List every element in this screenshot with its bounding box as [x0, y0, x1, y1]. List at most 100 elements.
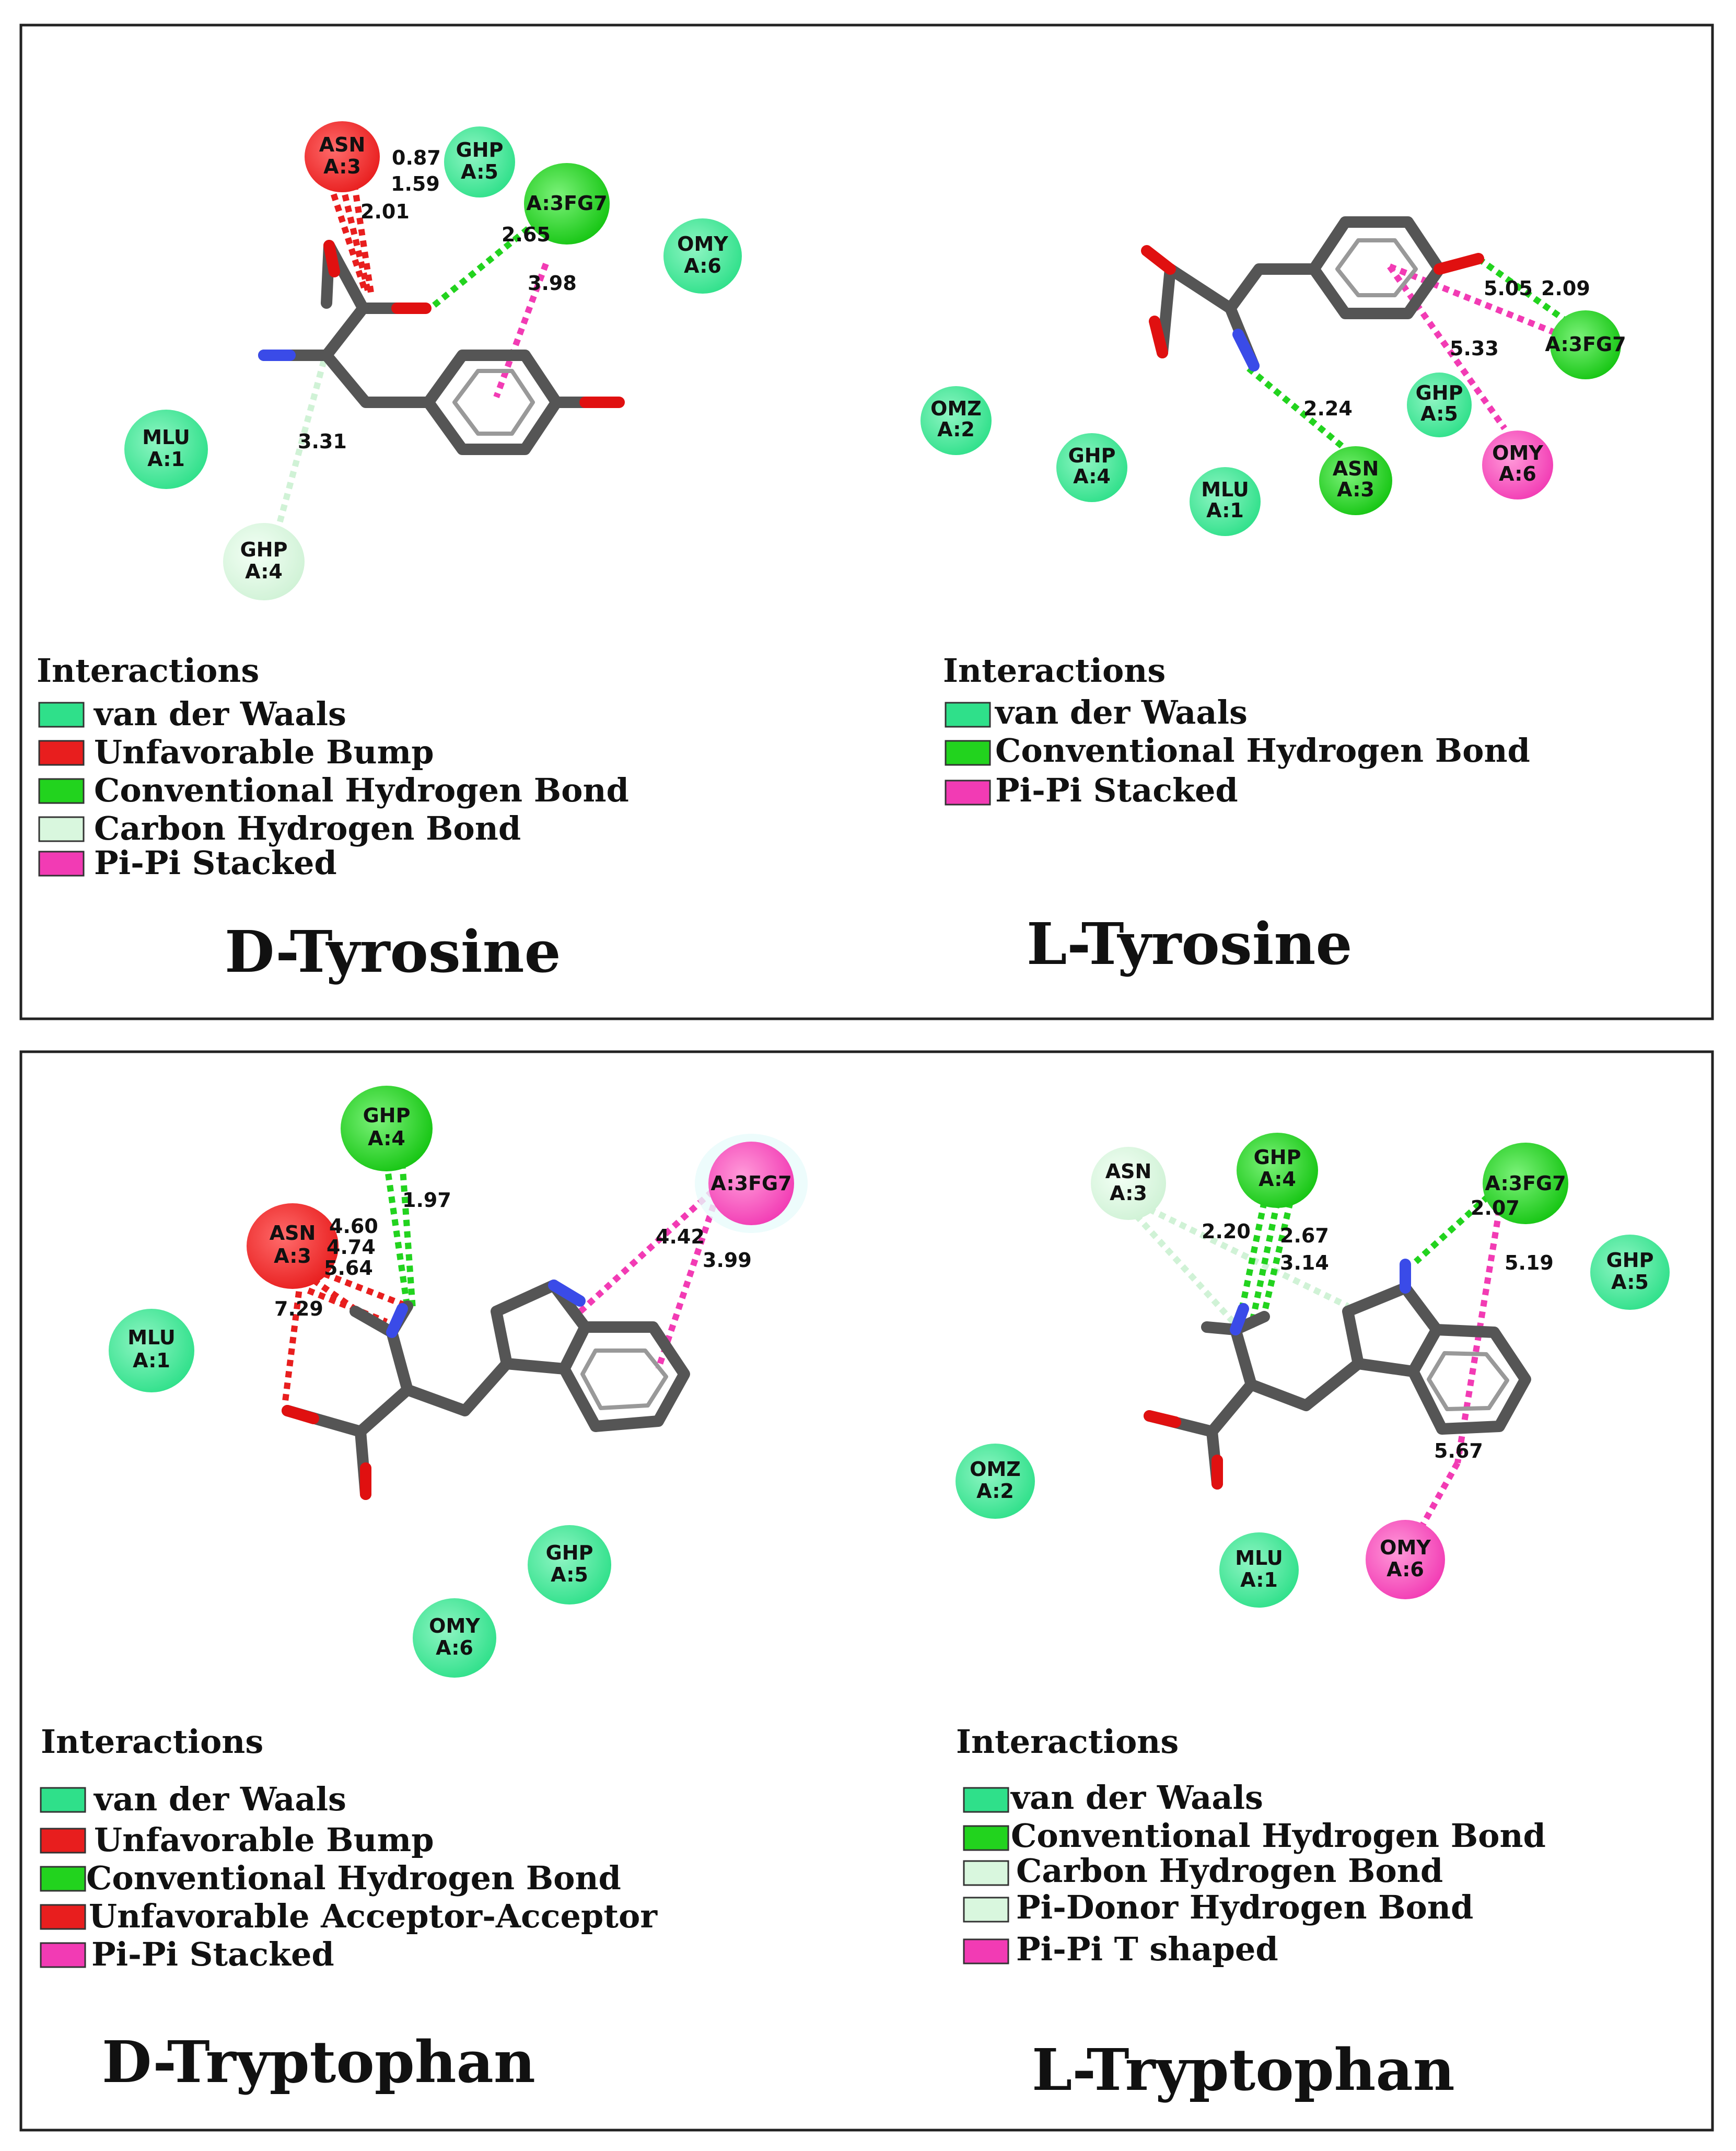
residue-3fg7: A:3FG7: [1483, 1143, 1568, 1224]
svg-text:Interactions: Interactions: [37, 652, 259, 690]
svg-text:Interactions: Interactions: [41, 1723, 263, 1761]
residue-ghp-a5: GHP A:5: [1590, 1235, 1670, 1310]
distance-label: 0.87: [392, 146, 441, 169]
svg-text:MLU: MLU: [127, 1326, 176, 1349]
compound-title: L-Tryptophan: [1032, 2036, 1455, 2103]
distance-label: 2.65: [502, 223, 551, 246]
distance-label: 7.29: [274, 1297, 323, 1320]
residue-asn-a3: ASN A:3: [1091, 1147, 1166, 1220]
svg-text:GHP: GHP: [1068, 444, 1116, 467]
svg-text:Carbon Hydrogen Bond: Carbon Hydrogen Bond: [1016, 1852, 1443, 1890]
legend: Interactions van der Waals Conventional …: [956, 1723, 1546, 1968]
residue-ghp-a5: GHP A:5: [1407, 373, 1472, 437]
svg-text:A:5: A:5: [1611, 1271, 1649, 1294]
interaction-lines: [274, 171, 549, 534]
svg-text:A:4: A:4: [245, 560, 283, 583]
svg-text:GHP: GHP: [1254, 1146, 1301, 1169]
svg-text:A:4: A:4: [368, 1127, 405, 1150]
residue-omy-a6: OMY A:6: [1366, 1520, 1445, 1599]
distance-label: 2.01: [360, 200, 410, 223]
svg-text:Unfavorable Bump: Unfavorable Bump: [94, 1821, 434, 1859]
svg-text:ASN: ASN: [1333, 457, 1379, 480]
svg-text:Pi-Donor Hydrogen Bond: Pi-Donor Hydrogen Bond: [1016, 1888, 1473, 1926]
svg-text:A:5: A:5: [461, 160, 498, 183]
residue-3fg7: A:3FG7: [1545, 310, 1626, 379]
distance-label: 5.05: [1484, 277, 1533, 300]
legend: Interactions van der Waals Unfavorable B…: [40, 1723, 658, 1973]
ligand-structure: [282, 1280, 690, 1500]
distance-label: 4.74: [327, 1236, 376, 1259]
svg-text:A:2: A:2: [937, 418, 975, 441]
svg-text:A:1: A:1: [1240, 1568, 1278, 1591]
legend: Interactions van der Waals Conventional …: [943, 652, 1530, 809]
svg-text:Conventional Hydrogen Bond: Conventional Hydrogen Bond: [94, 771, 629, 809]
svg-text:GHP: GHP: [1606, 1249, 1654, 1272]
legend: Interactions van der Waals Unfavorable B…: [37, 652, 629, 882]
svg-text:Interactions: Interactions: [956, 1723, 1179, 1761]
svg-text:ASN: ASN: [270, 1222, 316, 1245]
residue-ghp-a4: GHP A:4: [1237, 1133, 1318, 1208]
svg-text:OMY: OMY: [429, 1614, 480, 1637]
compound-title: D-Tyrosine: [225, 918, 561, 985]
ligand-structure: [1141, 216, 1484, 371]
residue-mlu-a1: MLU A:1: [124, 410, 208, 489]
residue-ghp-a4: GHP A:4: [223, 523, 305, 600]
svg-text:GHP: GHP: [456, 138, 504, 161]
residue-3fg7: A:3FG7: [695, 1134, 808, 1233]
residue-asn-a3: ASN A:3: [305, 121, 380, 192]
residue-ghp-a5: GHP A:5: [444, 126, 515, 197]
svg-text:A:4: A:4: [1073, 465, 1111, 488]
distance-label: 1.59: [391, 172, 440, 195]
svg-text:Conventional Hydrogen Bond: Conventional Hydrogen Bond: [1011, 1817, 1546, 1855]
svg-text:GHP: GHP: [1416, 381, 1463, 404]
svg-text:A:1: A:1: [1206, 499, 1244, 522]
panel-l-tryptophan: ASN A:3 GHP A:4 A:3FG7 GHP A:5 OMZ A:2 M…: [956, 1133, 1670, 2103]
distance-label: 3.98: [528, 272, 577, 295]
distance-label: 1.97: [402, 1189, 451, 1212]
residue-mlu-a1: MLU A:1: [109, 1309, 194, 1392]
residue-omz-a2: OMZ A:2: [921, 386, 992, 455]
residue-ghp-a4: GHP A:4: [1056, 433, 1127, 502]
svg-text:Pi-Pi Stacked: Pi-Pi Stacked: [995, 771, 1238, 809]
svg-text:ASN: ASN: [319, 133, 366, 156]
svg-text:A:6: A:6: [1499, 462, 1536, 485]
distance-label: 3.14: [1280, 1251, 1329, 1274]
svg-text:ASN: ASN: [1105, 1160, 1152, 1183]
panel-d-tryptophan: GHP A:4 A:3FG7 ASN A:3 MLU A:1 GHP A:5 O…: [40, 1086, 808, 2096]
residue-ghp-a5: GHP A:5: [528, 1525, 611, 1604]
svg-text:A:3: A:3: [1110, 1182, 1147, 1205]
residue-ghp-a4: GHP A:4: [341, 1086, 433, 1171]
distance-label: 3.31: [298, 430, 347, 453]
interaction-lines: [1246, 256, 1580, 462]
residue-omy-a6: OMY A:6: [663, 218, 742, 294]
svg-text:Pi-Pi Stacked: Pi-Pi Stacked: [94, 844, 337, 882]
residue-3fg7: A:3FG7: [524, 163, 610, 245]
compound-title: D-Tryptophan: [102, 2028, 535, 2096]
svg-text:Pi-Pi Stacked: Pi-Pi Stacked: [91, 1935, 334, 1973]
distance-label: 2.24: [1303, 397, 1353, 420]
distance-label: 2.20: [1202, 1220, 1251, 1243]
svg-text:A:3: A:3: [323, 155, 361, 178]
top-panel-frame: [19, 24, 1714, 1020]
residue-mlu-a1: MLU A:1: [1190, 467, 1261, 536]
svg-text:A:5: A:5: [1420, 402, 1458, 425]
bottom-panel-frame: [19, 1050, 1714, 2132]
svg-text:Unfavorable Bump: Unfavorable Bump: [94, 733, 434, 771]
svg-text:GHP: GHP: [546, 1541, 593, 1564]
svg-text:van der Waals: van der Waals: [1010, 1778, 1263, 1817]
svg-text:A:1: A:1: [147, 448, 185, 471]
distance-label: 5.33: [1450, 337, 1499, 360]
svg-text:A:2: A:2: [976, 1480, 1014, 1503]
interaction-lines: [282, 1162, 724, 1406]
svg-text:Carbon Hydrogen Bond: Carbon Hydrogen Bond: [94, 809, 521, 847]
ligand-structure: [258, 240, 625, 455]
svg-text:OMY: OMY: [1380, 1536, 1431, 1559]
svg-text:Conventional Hydrogen Bond: Conventional Hydrogen Bond: [995, 731, 1530, 770]
svg-text:Unfavorable Acceptor-Acceptor: Unfavorable Acceptor-Acceptor: [89, 1897, 658, 1935]
residue-omy-a6: OMY A:6: [1482, 431, 1553, 499]
svg-text:MLU: MLU: [142, 426, 190, 449]
distance-label: 4.60: [329, 1215, 378, 1238]
distance-label: 2.67: [1280, 1224, 1329, 1247]
svg-text:A:6: A:6: [1387, 1558, 1424, 1581]
